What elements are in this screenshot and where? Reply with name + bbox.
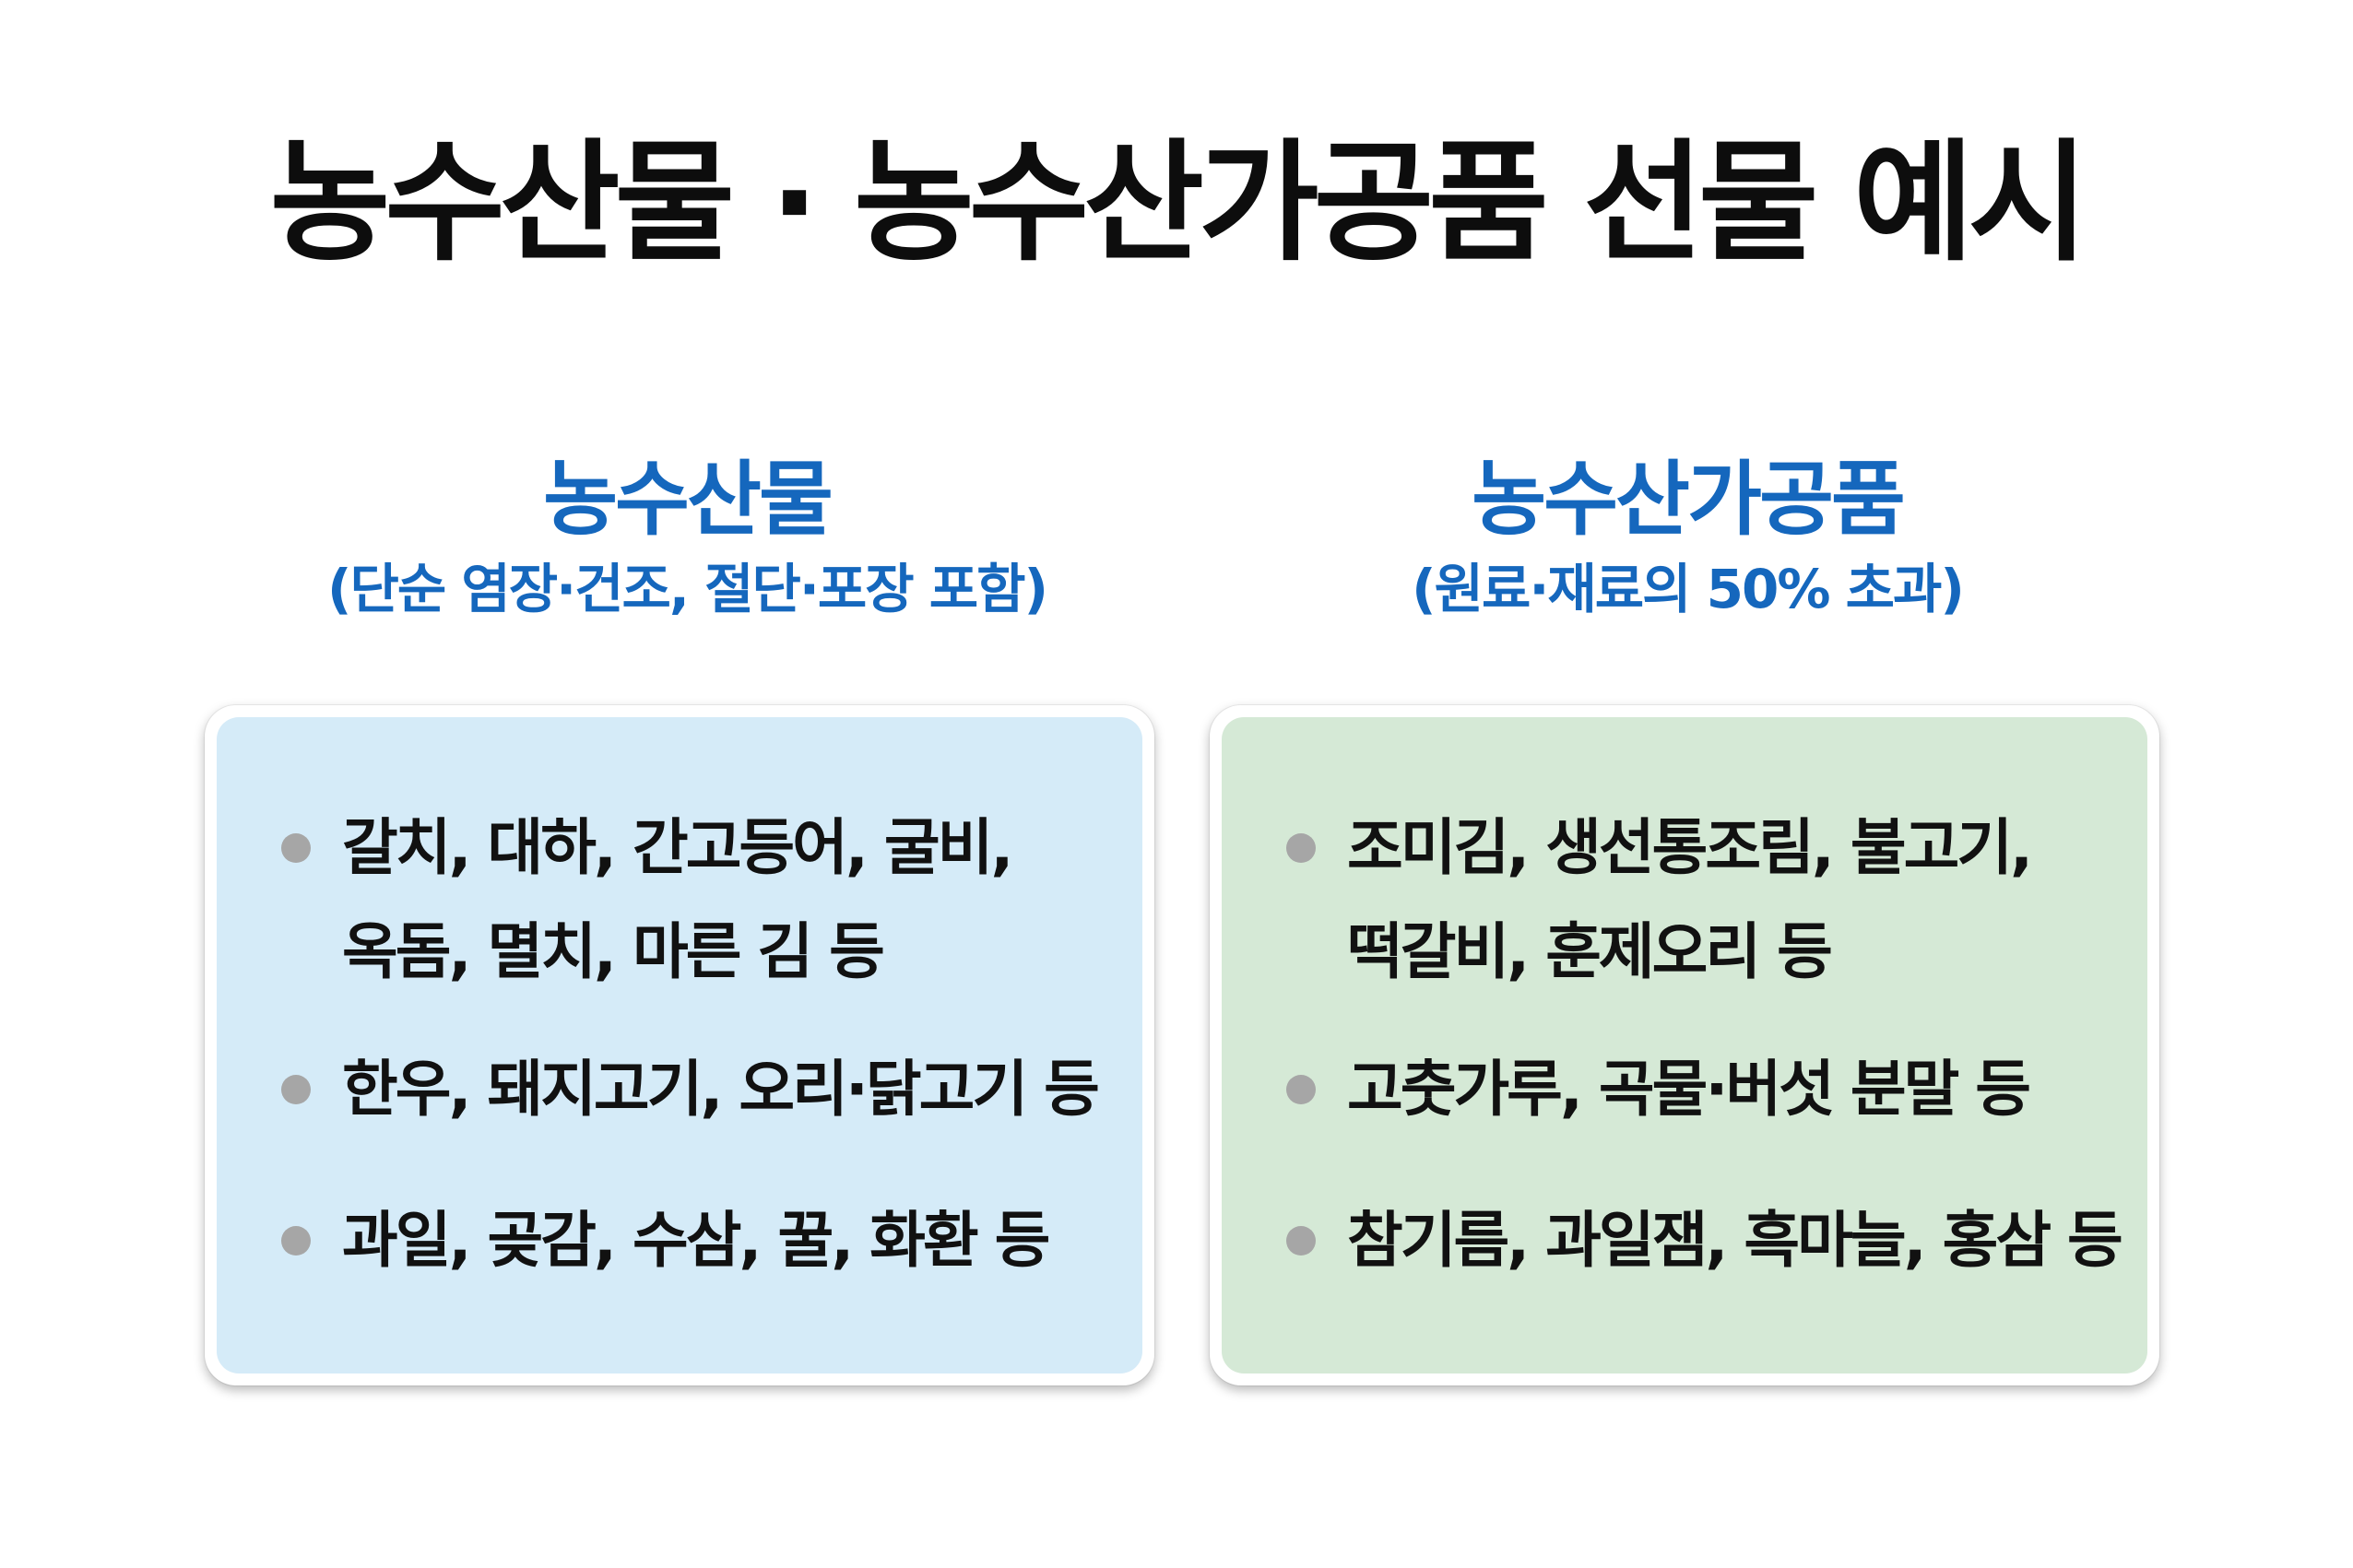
right-column-heading: 농수산가공품 (원료·재료의 50% 초과) bbox=[1208, 452, 2167, 620]
left-heading: 농수산물 bbox=[543, 452, 834, 547]
list-item-line: 갈치, 대하, 간고등어, 굴비, bbox=[342, 812, 1013, 883]
bullet-icon bbox=[1286, 833, 1316, 863]
left-card-panel: 갈치, 대하, 간고등어, 굴비, 옥돔, 멸치, 마른 김 등 한우, 돼지고… bbox=[217, 717, 1142, 1373]
list-item-line: 고춧가루, 곡물·버섯 분말 등 bbox=[1347, 1054, 2031, 1125]
list-item: 과일, 곶감, 수삼, 꿀, 화환 등 bbox=[281, 1200, 1124, 1280]
list-item-line: 옥돔, 멸치, 마른 김 등 bbox=[342, 916, 885, 988]
page-title: 농수산물 · 농수산가공품 선물 예시 bbox=[269, 127, 2089, 279]
list-item: 조미김, 생선통조림, 불고기, 떡갈비, 훈제오리 등 bbox=[1286, 808, 2129, 992]
list-item-line: 떡갈비, 훈제오리 등 bbox=[1347, 916, 1833, 988]
right-heading: 농수산가공품 bbox=[1472, 452, 1906, 547]
list-item-line: 조미김, 생선통조림, 불고기, bbox=[1347, 812, 2033, 883]
right-card: 조미김, 생선통조림, 불고기, 떡갈비, 훈제오리 등 고춧가루, 곡물·버섯… bbox=[1210, 705, 2159, 1385]
list-item: 고춧가루, 곡물·버섯 분말 등 bbox=[1286, 1049, 2129, 1129]
list-item: 갈치, 대하, 간고등어, 굴비, 옥돔, 멸치, 마른 김 등 bbox=[281, 808, 1124, 992]
list-item: 참기름, 과일잼, 흑마늘, 홍삼 등 bbox=[1286, 1200, 2129, 1280]
right-subheading: (원료·재료의 50% 초과) bbox=[1412, 558, 1965, 620]
left-card: 갈치, 대하, 간고등어, 굴비, 옥돔, 멸치, 마른 김 등 한우, 돼지고… bbox=[205, 705, 1154, 1385]
list-item-line: 한우, 돼지고기, 오리·닭고기 등 bbox=[342, 1054, 1100, 1125]
bullet-icon bbox=[1286, 1075, 1316, 1104]
right-card-panel: 조미김, 생선통조림, 불고기, 떡갈비, 훈제오리 등 고춧가루, 곡물·버섯… bbox=[1222, 717, 2147, 1373]
bullet-icon bbox=[1286, 1226, 1316, 1256]
left-column-heading: 농수산물 (단순 염장·건조, 절단·포장 포함) bbox=[207, 452, 1166, 620]
bullet-icon bbox=[281, 1226, 311, 1256]
bullet-icon bbox=[281, 1075, 311, 1104]
list-item-line: 참기름, 과일잼, 흑마늘, 홍삼 등 bbox=[1347, 1205, 2123, 1276]
left-subheading: (단순 염장·건조, 절단·포장 포함) bbox=[326, 558, 1048, 620]
list-item: 한우, 돼지고기, 오리·닭고기 등 bbox=[281, 1049, 1124, 1129]
bullet-icon bbox=[281, 833, 311, 863]
list-item-line: 과일, 곶감, 수삼, 꿀, 화환 등 bbox=[342, 1205, 1050, 1276]
